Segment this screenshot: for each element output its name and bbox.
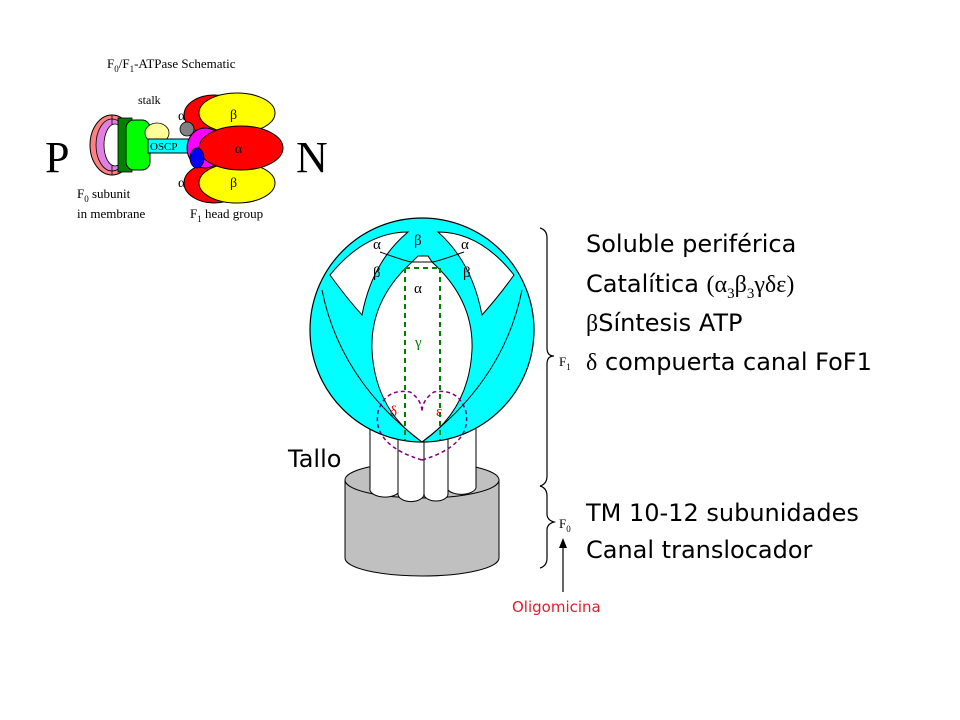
f1-sphere [309, 217, 535, 443]
model-epsilon: ε [436, 404, 442, 420]
schem-alpha-mid: α [235, 142, 243, 157]
schem-f1-label: F1 head group [190, 206, 263, 224]
model-alpha-left: α [373, 237, 381, 253]
oscp-label: OSCP [150, 141, 178, 153]
oligomycin-arrowhead [559, 538, 567, 548]
stalk-label: stalk [138, 93, 161, 107]
f1-head [179, 92, 284, 204]
text-line-4: δ compuerta canal FoF1 [586, 348, 872, 376]
model-beta-top: β [414, 233, 422, 249]
schem-f0-label: F0 subunit [77, 186, 131, 204]
model-delta: δ [390, 404, 397, 420]
f0-ring [89, 114, 151, 176]
schematic-title: F0/F1-ATPase Schematic [107, 56, 236, 74]
schem-f0-line2: in membrane [77, 206, 145, 221]
f0-brace-label: F0 [559, 516, 571, 534]
text-line-5: TM 10-12 subunidades [585, 499, 859, 527]
delta-epsilon-subunits [376, 390, 468, 461]
model-alpha-center: α [414, 281, 422, 297]
f0-brace [539, 485, 557, 569]
tallo-label: Tallo [287, 445, 341, 473]
schem-beta-top: β [230, 108, 237, 123]
text-line-1: Soluble periférica [586, 230, 796, 258]
oligomicina-label: Oligomicina [512, 598, 601, 616]
text-line-2: Catalítica (α3β3γδε) [586, 270, 794, 302]
side-label-p: P [45, 133, 69, 182]
schem-beta-bottom: β [230, 176, 237, 191]
text-line-6: Canal translocador [586, 536, 813, 564]
atp-synthase-model: α β α β β α γ δ ε Tallo F1 F0 Oligomicin… [287, 217, 601, 616]
description-text: Soluble periférica Catalítica (α3β3γδε) … [585, 230, 872, 564]
schematic-panel: F0/F1-ATPase Schematic P N stalk OSCP [45, 56, 328, 224]
gamma-subunit [404, 267, 441, 440]
f1-brace-label: F1 [559, 354, 571, 372]
schem-alpha-top: α [178, 109, 186, 124]
side-label-n: N [296, 133, 328, 182]
model-beta-left: β [373, 265, 381, 281]
model-gamma: γ [414, 335, 422, 351]
text-line-3: βSíntesis ATP [586, 309, 743, 337]
schem-alpha-bottom: α [178, 176, 186, 191]
f1-brace [539, 227, 555, 487]
model-beta-right: β [463, 265, 471, 281]
model-alpha-right: α [461, 237, 469, 253]
